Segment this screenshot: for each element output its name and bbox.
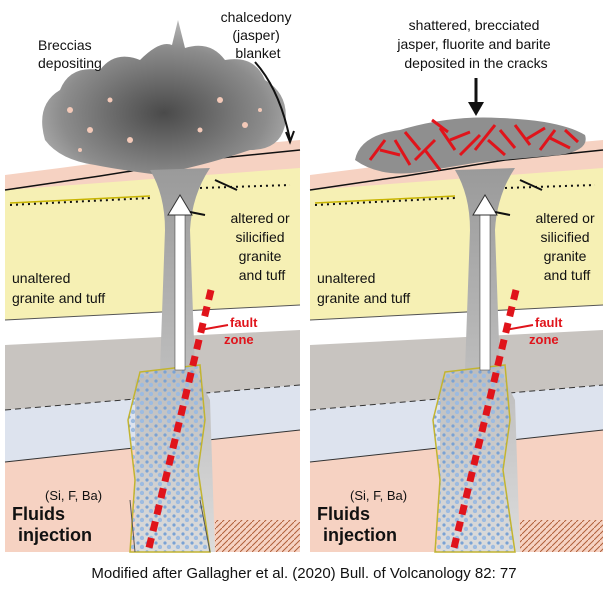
right-white-layer xyxy=(310,305,603,345)
right-altered-arrow xyxy=(494,211,511,216)
right-fault-zone-label: fault zone xyxy=(529,315,566,347)
right-panel: shattered, brecciated jasper, fluorite a… xyxy=(309,17,604,553)
left-altered-label: altered or silicified granite and tuff xyxy=(230,210,293,283)
right-fault-line xyxy=(449,289,520,553)
right-unaltered-label: unaltered granite and tuff xyxy=(317,270,410,306)
left-spray-dots xyxy=(67,97,262,152)
right-fault-pointer xyxy=(504,324,534,331)
left-breccias-label: Breccias depositing xyxy=(38,37,102,71)
right-dashed-boundary xyxy=(309,384,604,411)
right-basement-hatch xyxy=(520,520,603,552)
right-fluids-label: Fluids injection xyxy=(317,504,397,545)
right-shattered-label: shattered, brecciated jasper, fluorite a… xyxy=(396,17,554,71)
figure-caption: Modified after Gallagher et al. (2020) B… xyxy=(91,565,517,582)
left-unaltered-label: unaltered granite and tuff xyxy=(12,270,105,306)
right-up-arrow-icon xyxy=(472,194,498,216)
right-fracture-network xyxy=(368,118,580,171)
left-elements-label: (Si, F, Ba) xyxy=(45,488,102,503)
left-pipe-edges xyxy=(129,499,211,553)
left-boundary-line xyxy=(4,304,301,321)
left-up-arrow-icon xyxy=(167,194,193,216)
left-fault-zone-label: fault zone xyxy=(224,315,261,347)
right-flow-shaft xyxy=(479,209,491,371)
right-boundary-line xyxy=(309,304,604,321)
right-granite-tuff-layer xyxy=(310,168,603,320)
left-white-layer xyxy=(5,305,300,345)
left-altered-arrow xyxy=(214,179,238,191)
left-granite-tuff-layer xyxy=(5,168,300,320)
right-elements-label: (Si, F, Ba) xyxy=(350,488,407,503)
left-basement-hatch xyxy=(215,520,300,552)
left-fault-line xyxy=(144,289,215,553)
left-flow-shaft xyxy=(174,209,186,371)
right-down-arrow-icon xyxy=(468,102,484,116)
right-altered-arrow xyxy=(519,179,543,191)
left-panel: Breccias depositing chalcedony (jasper) … xyxy=(4,9,301,553)
left-alteration-line xyxy=(9,195,151,204)
right-alteration-line xyxy=(314,195,456,204)
left-blanket-arrow xyxy=(254,61,291,141)
left-altered-arrow xyxy=(189,211,206,216)
left-fluids-label: Fluids injection xyxy=(12,504,92,545)
right-altered-label: altered or silicified granite and tuff xyxy=(535,210,598,283)
left-chalcedony-label: chalcedony (jasper) blanket xyxy=(221,9,296,61)
left-fault-pointer xyxy=(199,324,229,331)
left-blanket-arrowhead-icon xyxy=(285,130,295,145)
left-jasper-cloud xyxy=(42,20,286,175)
